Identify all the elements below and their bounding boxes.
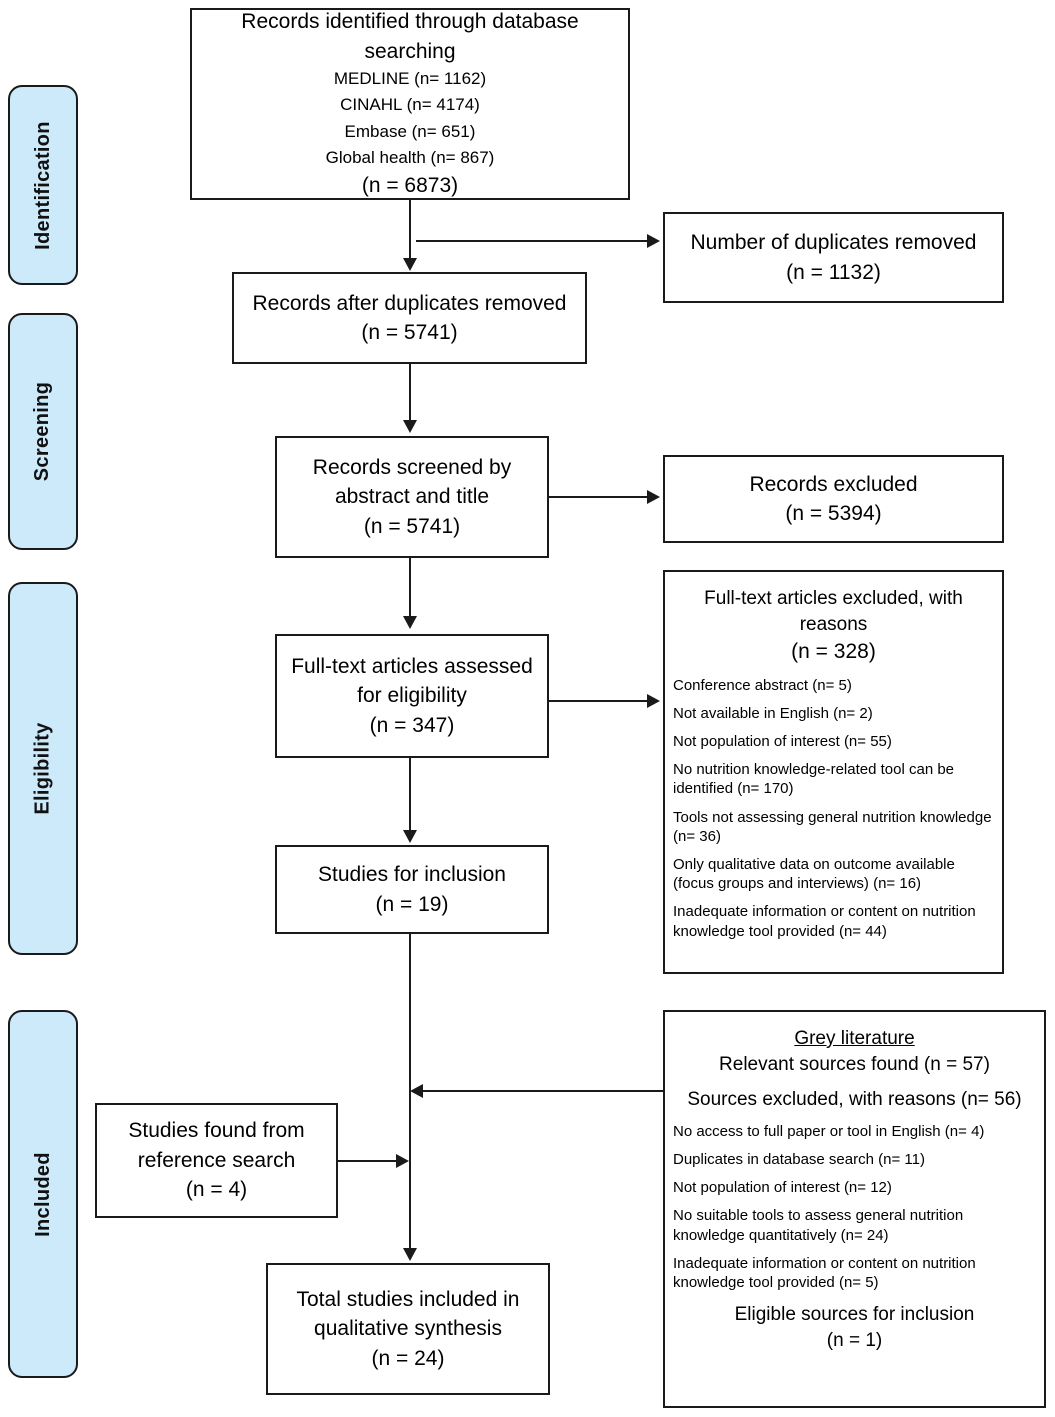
- arrowhead-to-duplicates-removed: [647, 234, 660, 248]
- box-records-excluded: Records excluded (n = 5394): [663, 455, 1004, 543]
- grey-literature-reason: Inadequate information or content on nut…: [673, 1254, 976, 1292]
- connector-reference-search-to-spine: [338, 1160, 396, 1162]
- box-fulltext-assessed: Full-text articles assessed for eligibil…: [275, 634, 549, 758]
- box-fulltext-excluded: Full-text articles excluded, with reason…: [663, 570, 1004, 974]
- box-reference-search: Studies found from reference search (n =…: [95, 1103, 338, 1218]
- arrowhead-to-total-included: [403, 1248, 417, 1261]
- phase-identification-label: Identification: [31, 120, 54, 250]
- grey-literature-reason: Duplicates in database search (n= 11): [673, 1151, 925, 1169]
- grey-literature-eligible-title: Eligible sources for inclusion: [734, 1304, 975, 1326]
- box-duplicates-removed: Number of duplicates removed (n = 1132): [663, 212, 1004, 303]
- reference-search-title-line2: reference search: [137, 1148, 296, 1172]
- box-grey-literature: Grey literature Relevant sources found (…: [663, 1010, 1046, 1408]
- fulltext-assessed-count: (n = 347): [369, 713, 455, 737]
- duplicates-removed-count: (n = 1132): [786, 260, 881, 284]
- studies-for-inclusion-count: (n = 19): [375, 892, 449, 916]
- phase-identification: Identification: [8, 85, 78, 285]
- phase-included-label: Included: [31, 1151, 54, 1237]
- records-identified-total: (n = 6873): [361, 174, 459, 198]
- records-identified-source-global-health: Global health (n= 867): [325, 148, 495, 168]
- records-excluded-count: (n = 5394): [785, 502, 882, 525]
- grey-literature-reason: No access to full paper or tool in Engli…: [673, 1122, 985, 1140]
- total-included-title-line1: Total studies included in: [296, 1287, 520, 1311]
- fulltext-excluded-reason: Not available in English (n= 2): [673, 704, 873, 722]
- fulltext-excluded-title-line2: reasons: [799, 613, 868, 635]
- total-included-count: (n = 24): [371, 1346, 445, 1370]
- fulltext-excluded-reason: Inadequate information or content on nut…: [673, 903, 976, 940]
- box-records-after-duplicates: Records after duplicates removed (n = 57…: [232, 272, 587, 364]
- fulltext-excluded-reason: Tools not assessing general nutrition kn…: [673, 808, 992, 845]
- reference-search-count: (n = 4): [185, 1178, 248, 1202]
- records-identified-title: Records identified through database sear…: [241, 10, 579, 63]
- arrowhead-grey-literature-to-spine: [410, 1084, 423, 1098]
- grey-literature-relevant-found: Relevant sources found (n = 57): [719, 1053, 990, 1075]
- fulltext-excluded-title-line1: Full-text articles excluded, with: [704, 588, 963, 609]
- phase-eligibility-label: Eligibility: [31, 722, 54, 815]
- after-duplicates-count: (n = 5741): [361, 321, 458, 344]
- grey-literature-eligible-count: (n = 1): [826, 1329, 883, 1351]
- grey-literature-reason: No suitable tools to assess general nutr…: [673, 1207, 964, 1244]
- arrowhead-to-fulltext-excluded: [647, 694, 660, 708]
- box-records-identified: Records identified through database sear…: [190, 8, 630, 200]
- records-identified-source-embase: Embase (n= 651): [344, 121, 476, 141]
- phase-included: Included: [8, 1010, 78, 1378]
- fulltext-excluded-reason: Only qualitative data on outcome availab…: [673, 855, 955, 893]
- fulltext-excluded-reason: Conference abstract (n= 5): [673, 676, 852, 694]
- phase-screening: Screening: [8, 313, 78, 550]
- connector-to-fulltext-excluded: [549, 700, 647, 702]
- fulltext-excluded-count: (n = 328): [791, 640, 876, 664]
- connector-screened-to-fulltext: [409, 558, 411, 620]
- arrowhead-reference-search-to-spine: [396, 1154, 409, 1168]
- connector-after-duplicates-to-screened: [409, 364, 411, 424]
- phase-screening-label: Screening: [31, 381, 54, 482]
- box-total-studies-included: Total studies included in qualitative sy…: [266, 1263, 550, 1395]
- studies-for-inclusion-title: Studies for inclusion: [318, 863, 506, 887]
- grey-literature-heading: Grey literature: [794, 1028, 915, 1049]
- after-duplicates-title: Records after duplicates removed: [252, 291, 567, 315]
- arrowhead-to-after-duplicates: [403, 258, 417, 271]
- phase-eligibility: Eligibility: [8, 582, 78, 955]
- records-screened-title-line2: abstract and title: [334, 485, 490, 509]
- fulltext-excluded-reason: No nutrition knowledge-related tool can …: [673, 761, 955, 798]
- arrowhead-to-studies-inclusion: [403, 830, 417, 843]
- fulltext-assessed-title-line2: for eligibility: [357, 684, 467, 708]
- records-screened-count: (n = 5741): [363, 514, 461, 538]
- duplicates-removed-title: Number of duplicates removed: [690, 231, 977, 255]
- box-records-screened: Records screened by abstract and title (…: [275, 436, 549, 558]
- grey-literature-reason: Not population of interest (n= 12): [673, 1179, 892, 1197]
- fulltext-excluded-reason: Not population of interest (n= 55): [673, 733, 892, 751]
- total-included-title-line2: qualitative synthesis: [314, 1317, 502, 1341]
- connector-to-duplicates-removed: [416, 240, 647, 242]
- arrowhead-to-records-excluded: [647, 490, 660, 504]
- connector-fulltext-to-studies-inclusion: [409, 758, 411, 834]
- reference-search-title-line1: Studies found from: [128, 1119, 305, 1143]
- records-excluded-title: Records excluded: [749, 472, 918, 496]
- connector-identified-to-after-duplicates: [409, 200, 411, 262]
- connector-grey-literature-to-spine: [423, 1090, 663, 1092]
- records-screened-title-line1: Records screened by: [312, 455, 512, 479]
- fulltext-excluded-reason-list: Conference abstract (n= 5) Not available…: [673, 667, 994, 941]
- records-identified-source-cinahl: CINAHL (n= 4174): [340, 95, 480, 115]
- box-studies-for-inclusion: Studies for inclusion (n = 19): [275, 845, 549, 934]
- records-identified-source-medline: MEDLINE (n= 1162): [333, 69, 487, 89]
- arrowhead-to-screened: [403, 420, 417, 433]
- arrowhead-to-fulltext-assessed: [403, 616, 417, 629]
- fulltext-assessed-title-line1: Full-text articles assessed: [291, 654, 533, 678]
- grey-literature-excluded-title: Sources excluded, with reasons (n= 56): [687, 1089, 1022, 1111]
- grey-literature-reason-list: No access to full paper or tool in Engli…: [673, 1113, 1036, 1292]
- connector-to-records-excluded: [549, 496, 647, 498]
